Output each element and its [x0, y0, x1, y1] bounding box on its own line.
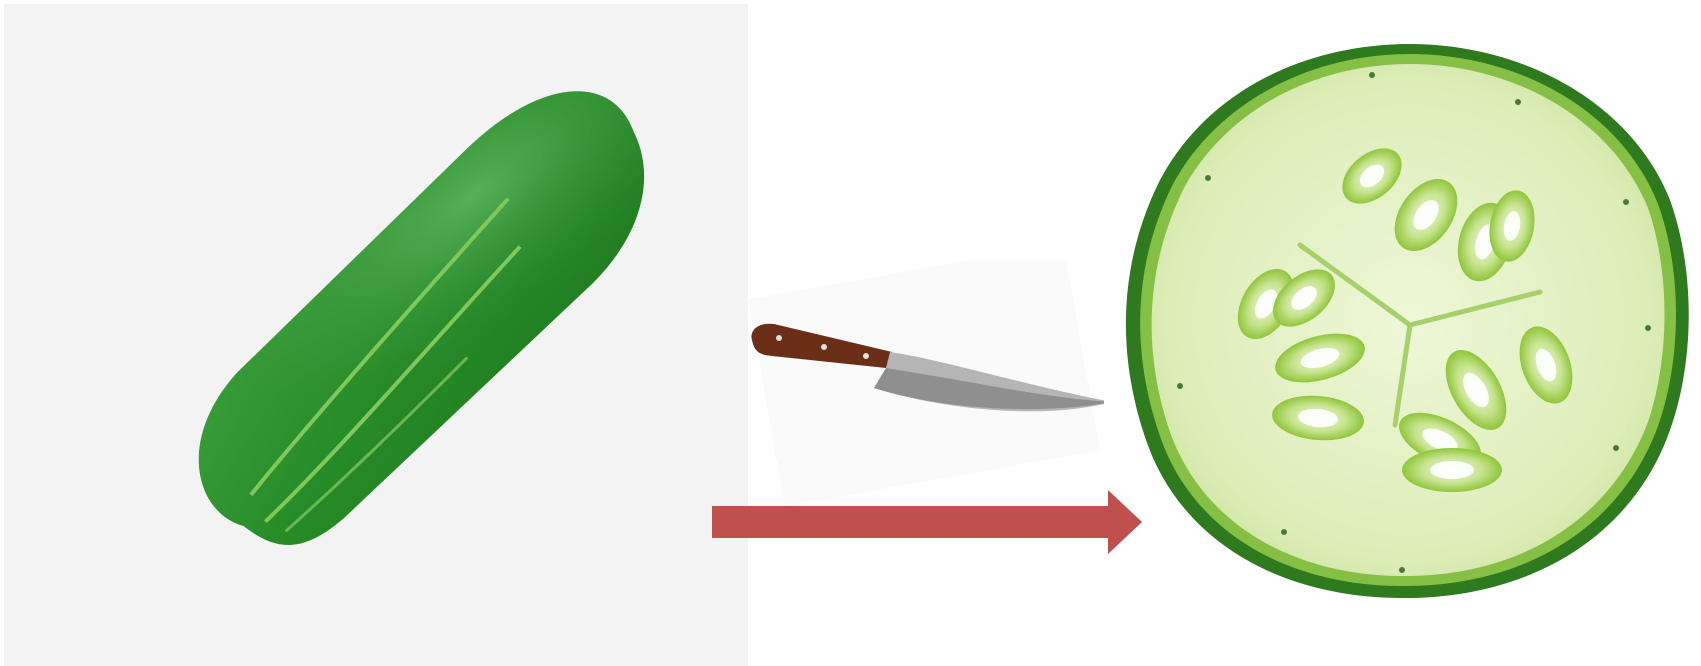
kitchen-knife-icon [744, 260, 1104, 510]
slice-flesh [1152, 64, 1665, 576]
whole-cucumber-icon [4, 4, 748, 666]
cucumber-slice-icon [1110, 30, 1701, 630]
knife-panel [744, 260, 1104, 510]
process-arrow-panel [700, 480, 1160, 564]
cucumber-slice-panel [1110, 30, 1701, 630]
whole-cucumber-panel [4, 4, 748, 666]
right-arrow-icon [700, 480, 1160, 564]
